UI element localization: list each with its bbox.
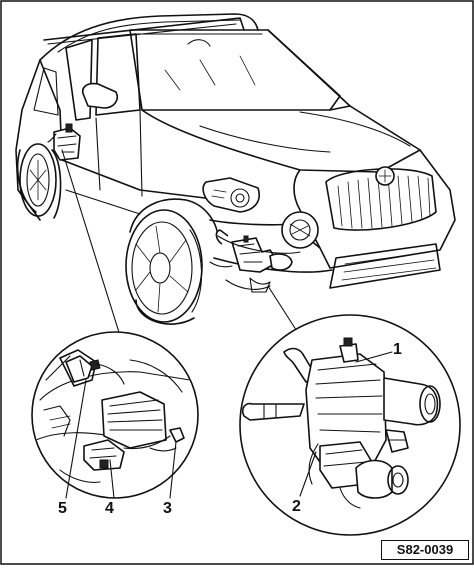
callout-3: 3 <box>163 500 172 517</box>
leader-line-left <box>61 149 123 343</box>
detail-circle-right <box>239 314 461 536</box>
leader-line-right <box>267 285 301 337</box>
callout-5: 5 <box>58 500 67 517</box>
callout-4: 4 <box>105 500 114 517</box>
rear-wheel <box>16 143 62 219</box>
callout-2: 2 <box>292 498 301 515</box>
figure-reference-code: S82-0039 <box>381 540 469 560</box>
detail-circle-left <box>31 331 199 499</box>
callout-1: 1 <box>393 341 402 358</box>
car-illustration <box>15 13 456 325</box>
rear-hose-cluster <box>47 123 81 161</box>
front-wheel <box>125 209 203 323</box>
